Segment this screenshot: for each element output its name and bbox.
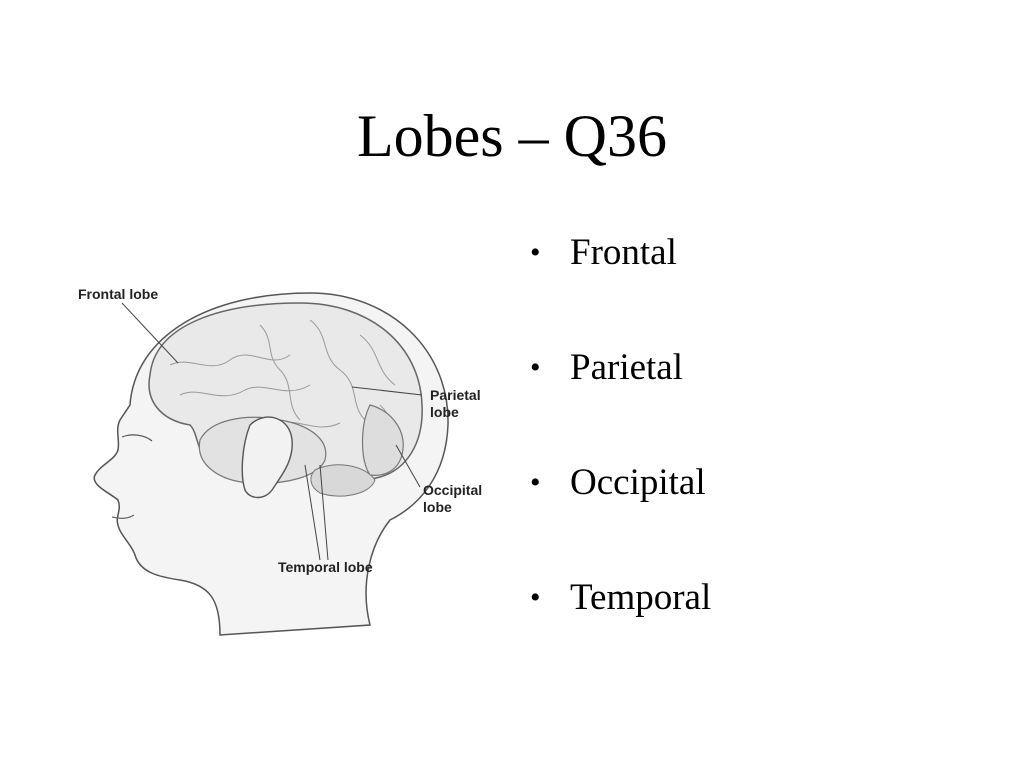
bullet-item: • Occipital: [530, 456, 711, 571]
frontal-lobe-label: Frontal lobe: [78, 286, 159, 302]
bullet-item: • Temporal: [530, 571, 711, 686]
bullet-marker: •: [530, 581, 541, 614]
brain-folds: [169, 319, 396, 461]
eye-line: [121, 434, 153, 442]
brain-lobes-illustration: Frontal lobe Parietal lobe Occipital lob…: [60, 255, 500, 645]
head-brain-drawing: [93, 292, 449, 636]
bullet-marker: •: [530, 236, 541, 269]
slide-title: Lobes – Q36: [357, 103, 667, 169]
bullet-text: Parietal: [570, 347, 684, 388]
parietal-lobe-label: Parietal lobe: [430, 387, 481, 420]
bullet-item: • Frontal: [530, 226, 711, 341]
bullet-marker: •: [530, 351, 541, 384]
temporal-lobe-label: Temporal lobe: [278, 559, 373, 575]
cerebellum-shape: [310, 464, 376, 497]
lobe-bullet-list: • Frontal • Parietal • Occipital • Tempo…: [530, 226, 711, 686]
bullet-text: Occipital: [570, 462, 706, 503]
mouth-line: [111, 514, 135, 519]
bullet-marker: •: [530, 466, 541, 499]
leader-lines: [121, 302, 423, 561]
ear-shape: [241, 416, 293, 499]
bullet-text: Frontal: [570, 232, 677, 273]
bullet-item: • Parietal: [530, 341, 711, 456]
bullet-text: Temporal: [570, 577, 712, 618]
occipital-lobe-label: Occipital lobe: [423, 482, 483, 515]
occipital-lobe-shape: [361, 404, 404, 476]
